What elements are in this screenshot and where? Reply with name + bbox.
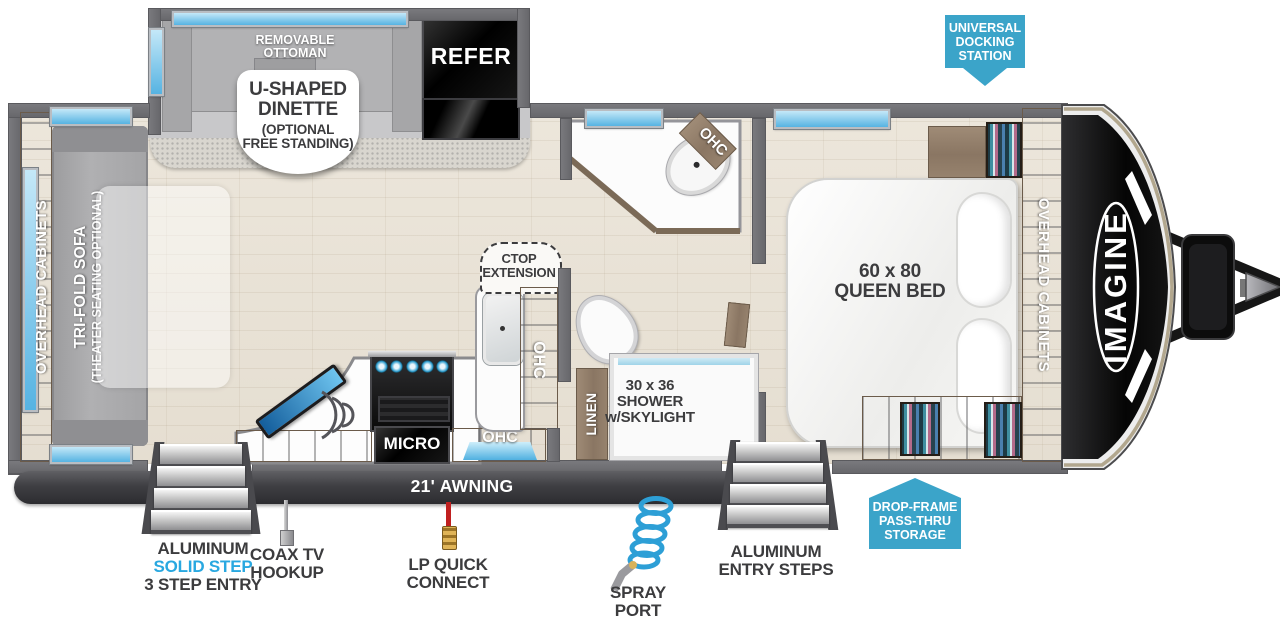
refer-label: REFER [430,43,512,69]
stove [368,351,456,430]
step-tread [727,505,829,528]
universal-docking-badge: UNIVERSAL DOCKING STATION [945,15,1025,86]
refrigerator: REFER [424,18,518,98]
tri-fold-sofa [52,126,148,446]
step-tread [730,484,826,507]
sofa-armrest-top [52,126,148,152]
awning-rail: 21' AWNING [14,471,822,504]
ottoman-label: REMOVABLE OTTOMAN [255,33,335,61]
dinette-label-1: U-SHAPED [249,79,347,100]
dinette-bench-left [162,20,192,132]
front-overhead-cabinets [1022,108,1062,462]
solid-entry-steps [141,442,261,534]
kitchen-end-wall [547,428,560,462]
kitchen-tall-ohc [520,287,558,430]
sink-drain [500,326,505,331]
cap-accent-stripe [1064,107,1174,467]
burner [390,360,404,373]
nightstand-top [928,126,986,178]
living-window-top [50,107,132,126]
solid-step-accent-line: SOLID STEP [153,556,253,576]
slideout-wall-right [517,8,530,108]
tv-swivel-arcs [321,390,355,440]
bath-cabinet-small [723,301,751,349]
entry-steps-callout: ALUMINUM ENTRY STEPS [718,542,834,579]
kitchen-tall-ohc-label: OHC [529,341,549,379]
cap-white-wedge-bottom [1125,349,1152,403]
imagine-logo-text: IMAGINE [1098,210,1133,364]
coax-callout: COAX TV HOOKUP [249,545,325,582]
coax-cable-icon [284,500,288,532]
spray-callout: SPRAY PORT [609,583,666,620]
solid-step-callout: ALUMINUM SOLID STEP 3 STEP ENTRY [140,540,266,594]
bottom-wall-front [832,460,1068,474]
pantry [424,100,518,138]
spray-port-icon [610,496,674,592]
lp-hose-icon [446,502,451,528]
burner [405,360,419,373]
lp-callout: LP QUICK CONNECT [406,555,490,592]
living-window-bottom [50,445,132,464]
drop-frame-badge: DROP-FRAME PASS-THRU STORAGE [869,478,961,549]
stove-burners [375,360,449,374]
lp-fitting-icon [442,526,457,550]
dinette-label-bubble: U-SHAPED DINETTE (OPTIONAL FREE STANDING… [237,70,359,174]
wardrobe-top [986,122,1022,178]
shower-skylight [618,358,750,365]
badge-pointer-up [869,478,961,498]
bath-wall-left-upper [560,118,572,180]
step-tread [160,444,242,468]
step-tread [154,488,248,512]
bed-pillow-top [956,192,1012,308]
coax-connector-icon [280,530,294,546]
badge-pointer-down [963,68,1007,86]
front-cap: IMAGINE [1061,104,1280,470]
oven-door-line [378,396,450,422]
dinette-side-window [149,28,164,96]
burner [375,360,388,373]
bed-label: 60 x 80 QUEEN BED [834,261,946,302]
rear-overhead-label: OVERHEAD CABINETS [33,199,51,375]
kitchen-bath-wall [558,268,571,382]
hitch-coupler [1245,271,1280,303]
wardrobe-bottom-right [984,402,1022,458]
imagine-logo: IMAGINE [1092,201,1140,373]
bedroom-entry-steps [717,440,839,530]
tv-cabinet [236,430,372,462]
propane-cover-inner [1189,244,1227,330]
kitchen-ohc-label: OHC [482,429,518,446]
cap-white-wedge-top [1125,171,1152,225]
bedroom-window [774,109,890,129]
wardrobe-bottom-left [900,402,940,456]
burner [420,360,434,373]
dinette-window [172,11,408,27]
shower-label: 30 x 36 SHOWER w/SKYLIGHT [605,377,695,426]
burner [436,360,449,373]
step-tread [736,442,820,465]
stove-back-trim [368,351,456,357]
dinette-label-2: DINETTE [258,98,338,120]
bath-window [585,109,663,128]
step-tread [157,466,245,490]
microwave: MICRO [376,428,448,462]
sofa-armrest-bottom [52,420,148,446]
rear-window [23,168,38,412]
linen-label: LINEN [583,392,599,436]
step-tread [733,463,823,486]
kitchen-ohc-window [463,442,537,460]
awning-label: 21' AWNING [410,476,514,496]
dinette-bench-right [392,20,422,132]
living-rug [96,186,230,388]
bath-wall-right-upper [752,118,766,264]
dinette-label-4: FREE STANDING) [242,136,354,152]
dinette-label-3: (OPTIONAL [261,121,335,137]
linen-closet [576,368,608,460]
sink-drain [692,160,701,170]
kitchen-sink [483,293,523,365]
rear-wall [8,103,22,475]
micro-label: MICRO [383,434,441,453]
step-tread [151,510,251,534]
